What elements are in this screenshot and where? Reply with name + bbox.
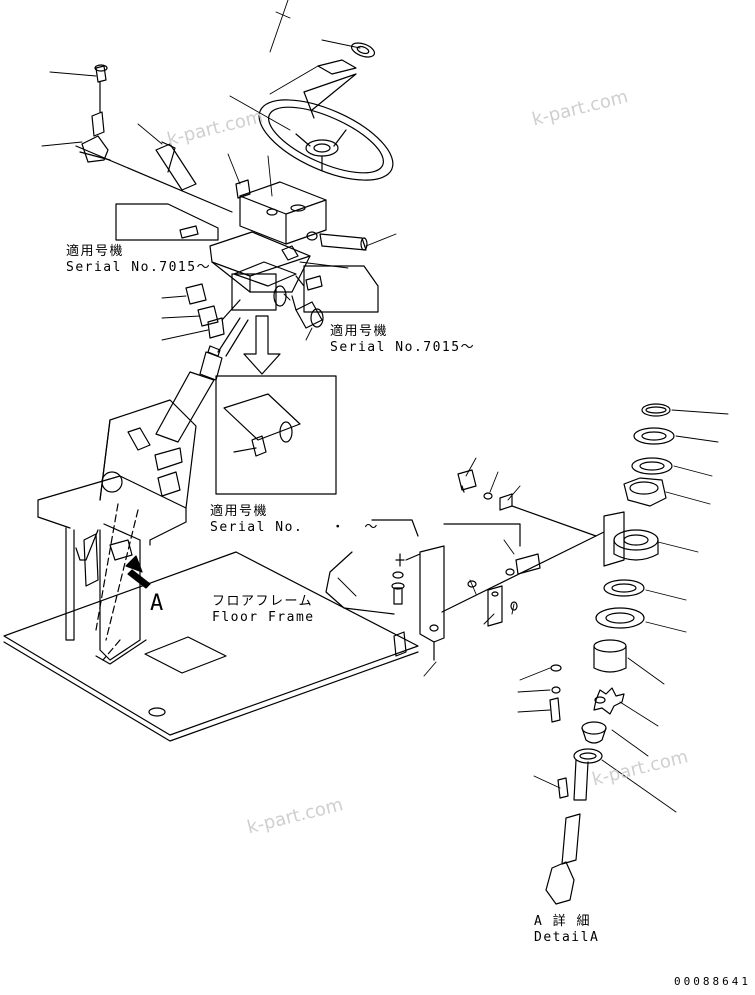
- center-bracket: [325, 469, 605, 661]
- connector-parts: [185, 245, 324, 339]
- column-bracket: [37, 399, 197, 665]
- serial-callout-3-en: Serial No. ・ ～: [210, 520, 379, 535]
- serial-callout-2-ja: 適用号機: [330, 324, 389, 339]
- figure-id: 00088641: [674, 975, 751, 988]
- steering-shaft: [155, 317, 249, 443]
- serial-callout-1-en: Serial No.7015～: [66, 260, 212, 275]
- detail-caption-en: DetailA: [534, 930, 600, 945]
- column-housing: [209, 231, 311, 307]
- view-letter: A: [150, 591, 165, 616]
- lever-arm: [75, 64, 233, 213]
- floor-frame-ja: フロアフレーム: [212, 594, 314, 609]
- serial-callout-1-ja: 適用号機: [66, 244, 125, 259]
- floor-frame-en: Floor Frame: [212, 610, 315, 625]
- serial-callout-box-1: [115, 203, 219, 241]
- serial-callout-2-en: Serial No.7015～: [330, 340, 476, 355]
- detail-a-stack: [545, 403, 675, 905]
- view-arrow-a: [125, 555, 151, 589]
- column-switch: [235, 179, 368, 251]
- detail-caption-ja: A 詳 細: [534, 914, 591, 929]
- detail-box-column: [215, 273, 337, 495]
- serial-callout-box-2: [295, 265, 379, 313]
- leader-lines: [41, 0, 729, 813]
- steering-wheel: [258, 42, 394, 181]
- floor-plate: [3, 551, 419, 742]
- serial-callout-3-ja: 適用号機: [210, 504, 269, 519]
- down-arrow: [243, 315, 281, 375]
